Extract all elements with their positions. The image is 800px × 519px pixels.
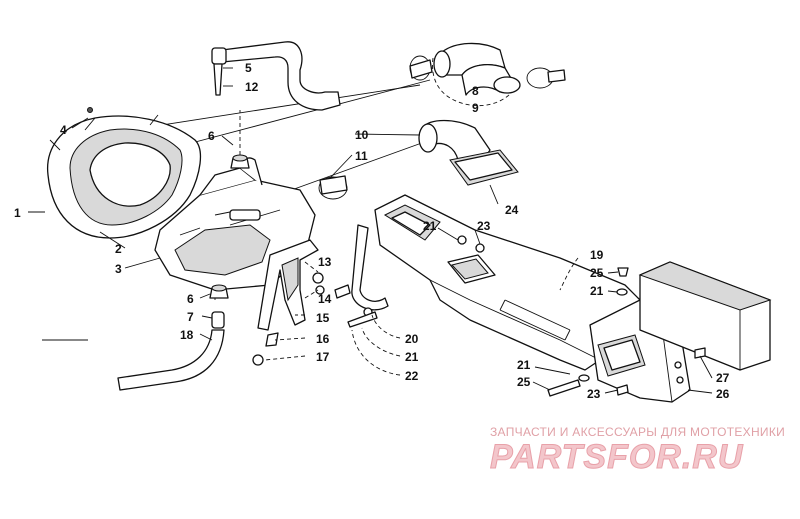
callout-6-top: 6: [208, 129, 215, 143]
callout-22: 22: [405, 369, 419, 383]
callout-9: 9: [472, 101, 479, 115]
callout-10: 10: [355, 128, 369, 142]
breather-hose: [211, 41, 341, 111]
callout-17: 17: [316, 350, 330, 364]
hardware-screws: [547, 267, 629, 397]
callout-16: 16: [316, 332, 330, 346]
callout-1: 1: [14, 206, 21, 220]
callout-20: 20: [405, 332, 419, 346]
callout-14: 14: [318, 292, 332, 306]
callout-23-duct: 23: [477, 219, 491, 233]
callout-5: 5: [245, 61, 252, 75]
callout-25-bottom: 25: [517, 375, 531, 389]
callout-8: 8: [472, 84, 479, 98]
callout-27: 27: [716, 371, 730, 385]
support-rod: [347, 224, 389, 328]
callout-21-bottom: 21: [517, 358, 531, 372]
callout-26: 26: [716, 387, 730, 401]
leader-lines: [28, 57, 713, 394]
callout-3: 3: [115, 262, 122, 276]
mounting-bracket: [252, 239, 351, 366]
callout-7: 7: [187, 310, 194, 324]
intake-duct: [374, 194, 641, 371]
duct-end-box: [589, 261, 772, 403]
callout-4: 4: [60, 123, 67, 137]
elbow-boot: [409, 42, 566, 96]
callout-15: 15: [316, 311, 330, 325]
watermark: ЗАПЧАСТИ И АКСЕССУАРЫ ДЛЯ МОТОТЕХНИКИ PA…: [490, 425, 785, 477]
callout-11: 11: [355, 149, 368, 163]
watermark-logo: PARTSFOR.RU: [490, 438, 744, 476]
watermark-tagline: ЗАПЧАСТИ И АКСЕССУАРЫ ДЛЯ МОТОТЕХНИКИ: [490, 425, 785, 439]
callout-21-rod: 21: [405, 350, 419, 364]
callout-25-top: 25: [590, 266, 604, 280]
intake-elbow: [318, 119, 519, 200]
callout-21-top: 21: [590, 284, 604, 298]
silencer-cover: [46, 107, 202, 239]
callout-21-duct: 21: [423, 219, 437, 233]
callout-24: 24: [505, 203, 519, 217]
drain-hose: [117, 311, 225, 391]
callout-6-bottom: 6: [187, 292, 194, 306]
callout-23-bottom: 23: [587, 387, 601, 401]
callout-2: 2: [115, 242, 122, 256]
callout-labels: 1 4 2 3 5 12 6 6 7 18 8 9 10 11 13 14 15…: [14, 61, 730, 401]
callout-18: 18: [180, 328, 194, 342]
callout-13: 13: [318, 255, 332, 269]
callout-19: 19: [590, 248, 604, 262]
grommet-parts: [209, 154, 250, 299]
callout-12: 12: [245, 80, 259, 94]
